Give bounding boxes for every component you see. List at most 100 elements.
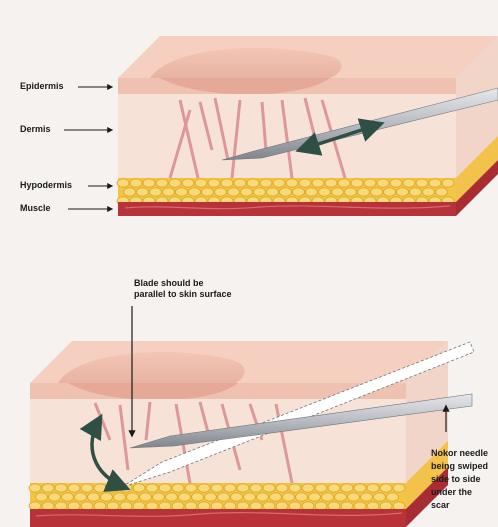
fat-cell bbox=[156, 179, 168, 187]
fat-cell bbox=[380, 502, 392, 510]
fat-cell bbox=[322, 493, 334, 501]
fat-cell bbox=[81, 502, 93, 510]
fat-cell bbox=[257, 493, 269, 501]
fat-cell bbox=[361, 493, 373, 501]
fat-cell bbox=[250, 502, 262, 510]
fat-cell bbox=[133, 484, 145, 492]
fat-cell bbox=[42, 502, 54, 510]
fat-cell bbox=[296, 493, 308, 501]
fat-cell bbox=[130, 179, 142, 187]
fat-cell bbox=[263, 484, 275, 492]
fat-cell bbox=[68, 502, 80, 510]
fat-cell bbox=[286, 179, 298, 187]
fat-cell bbox=[172, 502, 184, 510]
fat-cell bbox=[94, 484, 106, 492]
fat-cell bbox=[146, 502, 158, 510]
fat-cell bbox=[205, 493, 217, 501]
fat-cell bbox=[416, 179, 428, 187]
fat-cell bbox=[299, 179, 311, 187]
fat-cell bbox=[254, 188, 266, 196]
fat-cell bbox=[247, 179, 259, 187]
fat-cell bbox=[211, 502, 223, 510]
fat-cell bbox=[75, 493, 87, 501]
fat-cell bbox=[228, 188, 240, 196]
top-skin-block bbox=[117, 36, 498, 216]
fat-cell bbox=[224, 502, 236, 510]
fat-cell bbox=[189, 188, 201, 196]
fat-cell bbox=[390, 179, 402, 187]
fat-cell bbox=[371, 188, 383, 196]
fat-cell bbox=[384, 188, 396, 196]
fat-cell bbox=[124, 188, 136, 196]
fat-cell bbox=[341, 484, 353, 492]
fat-cell bbox=[29, 502, 41, 510]
fat-cell bbox=[49, 493, 61, 501]
fat-cell bbox=[364, 179, 376, 187]
fat-cell bbox=[107, 502, 119, 510]
fat-cell bbox=[351, 179, 363, 187]
fat-cell bbox=[393, 484, 405, 492]
label-hypodermis: Hypodermis bbox=[20, 180, 72, 191]
label-needle-note: Nokor needle being swiped side to side u… bbox=[431, 447, 488, 512]
fat-cell bbox=[146, 484, 158, 492]
fat-cell bbox=[237, 484, 249, 492]
fat-cell bbox=[208, 179, 220, 187]
fat-cell bbox=[143, 179, 155, 187]
bottom-muscle-layer bbox=[30, 509, 406, 527]
fat-cell bbox=[397, 188, 409, 196]
fat-cell bbox=[127, 493, 139, 501]
fat-cell bbox=[283, 493, 295, 501]
fat-cell bbox=[163, 188, 175, 196]
fat-cell bbox=[345, 188, 357, 196]
fat-cell bbox=[348, 493, 360, 501]
fat-cell bbox=[354, 484, 366, 492]
fat-cell bbox=[393, 502, 405, 510]
label-epidermis: Epidermis bbox=[20, 81, 64, 92]
fat-cell bbox=[198, 502, 210, 510]
fat-cell bbox=[315, 502, 327, 510]
fat-cell bbox=[55, 484, 67, 492]
fat-cell bbox=[62, 493, 74, 501]
fat-cell bbox=[338, 179, 350, 187]
fat-cell bbox=[335, 493, 347, 501]
fat-cell bbox=[270, 493, 282, 501]
fat-cell bbox=[293, 188, 305, 196]
fat-cell bbox=[423, 188, 435, 196]
fat-cell bbox=[325, 179, 337, 187]
fat-cell bbox=[140, 493, 152, 501]
fat-cell bbox=[224, 484, 236, 492]
fat-cell bbox=[120, 502, 132, 510]
fat-cell bbox=[354, 502, 366, 510]
fat-cell bbox=[250, 484, 262, 492]
fat-cell bbox=[159, 484, 171, 492]
fat-cell bbox=[244, 493, 256, 501]
fat-cell bbox=[328, 502, 340, 510]
label-dermis: Dermis bbox=[20, 124, 51, 135]
fat-cell bbox=[374, 493, 386, 501]
fat-cell bbox=[153, 493, 165, 501]
fat-cell bbox=[182, 179, 194, 187]
fat-cell bbox=[231, 493, 243, 501]
fat-cell bbox=[137, 188, 149, 196]
fat-cell bbox=[319, 188, 331, 196]
fat-cell bbox=[29, 484, 41, 492]
fat-cell bbox=[280, 188, 292, 196]
fat-cell bbox=[403, 179, 415, 187]
fat-cell bbox=[68, 484, 80, 492]
fat-cell bbox=[176, 188, 188, 196]
fat-cell bbox=[436, 188, 448, 196]
fat-cell bbox=[367, 502, 379, 510]
fat-cell bbox=[315, 484, 327, 492]
fat-cell bbox=[260, 179, 272, 187]
fat-cell bbox=[289, 484, 301, 492]
fat-cell bbox=[358, 188, 370, 196]
fat-cell bbox=[380, 484, 392, 492]
label-blade-note: Blade should be parallel to skin surface bbox=[134, 278, 232, 300]
fat-cell bbox=[267, 188, 279, 196]
fat-cell bbox=[101, 493, 113, 501]
fat-cell bbox=[166, 493, 178, 501]
fat-cell bbox=[306, 188, 318, 196]
fat-cell bbox=[377, 179, 389, 187]
